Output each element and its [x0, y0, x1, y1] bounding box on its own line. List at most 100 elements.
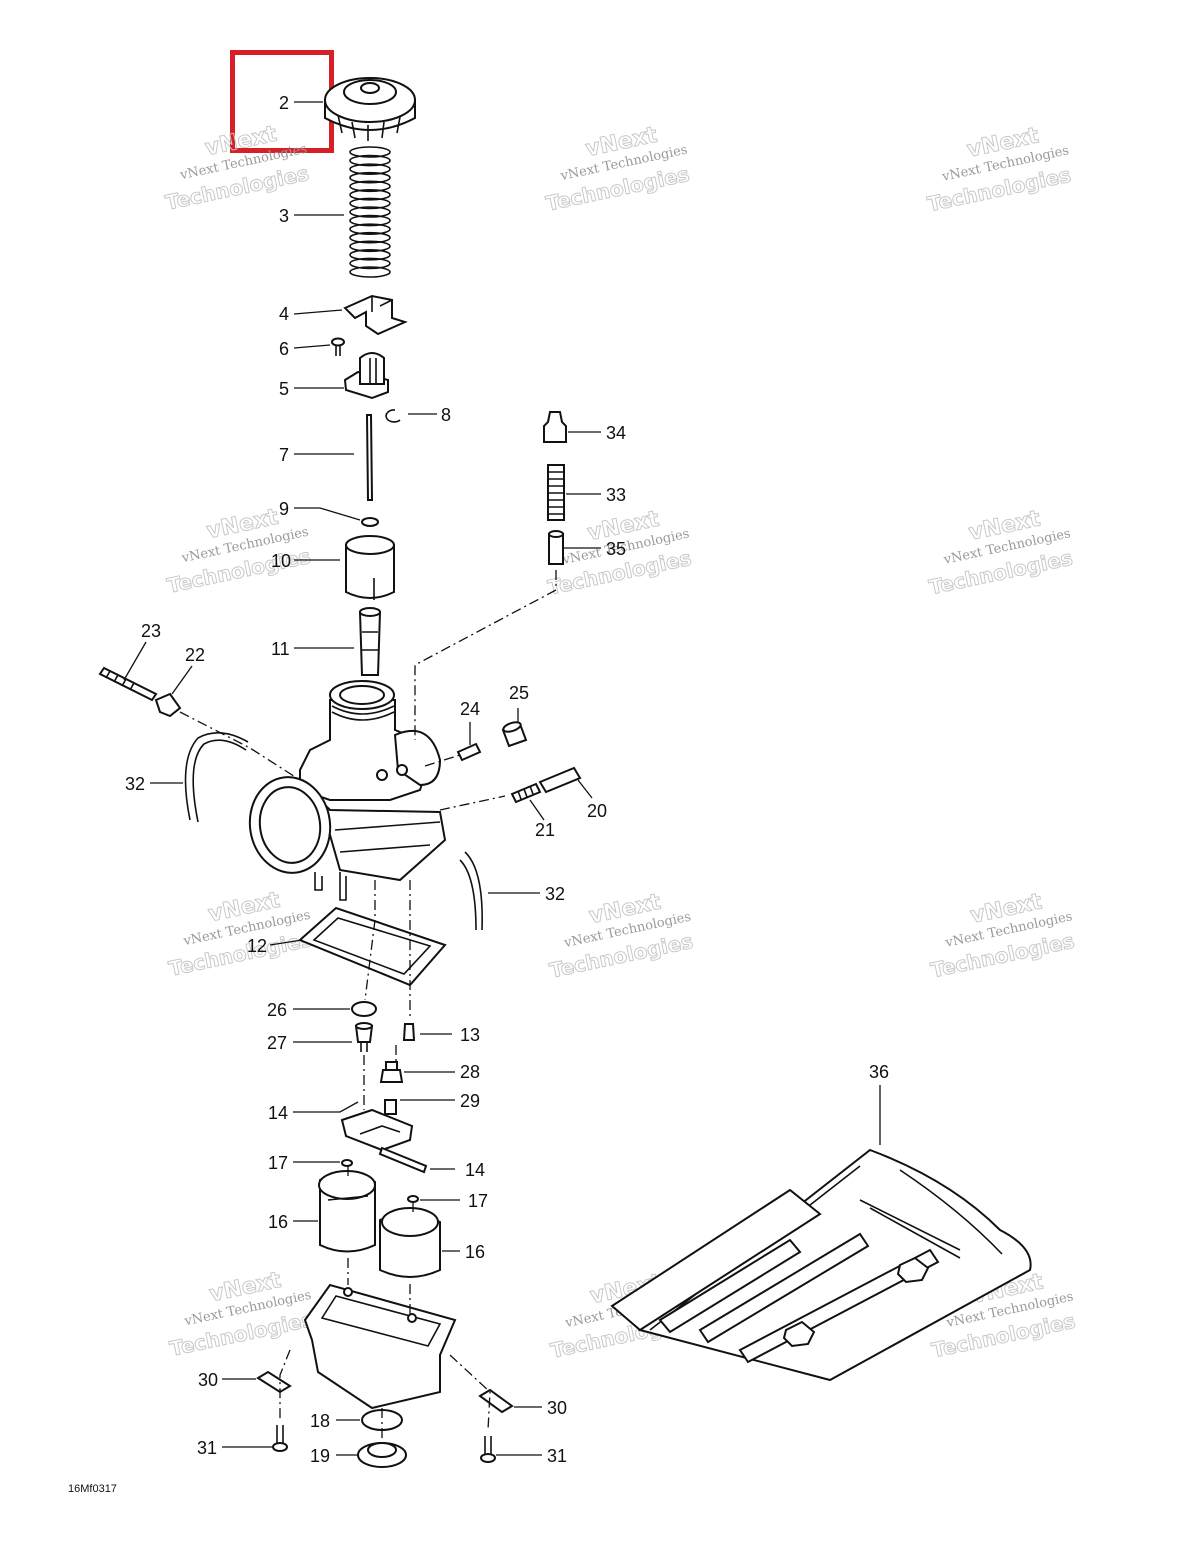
spring-coil	[349, 180, 391, 193]
spring-coil	[349, 197, 391, 210]
part-36-tool-kit	[610, 1148, 1032, 1382]
spring-coil	[349, 206, 391, 218]
callout-22: 22	[185, 645, 205, 665]
spring-coil	[349, 266, 391, 278]
callout-13: 13	[460, 1025, 480, 1045]
part-30-bracket-right	[478, 1388, 514, 1414]
part-32-hose-left	[184, 732, 249, 823]
spring-coil	[349, 154, 391, 167]
callout-36: 36	[869, 1062, 889, 1082]
part-2-cap	[324, 77, 416, 141]
watermark-4: vNext vNext Technologies Technologies	[164, 504, 313, 598]
callout-30-left: 30	[198, 1370, 218, 1390]
part-6-screw	[331, 337, 345, 356]
part-26-o-ring	[351, 1001, 377, 1017]
float-bowl	[303, 1283, 457, 1410]
spring-coil	[349, 189, 391, 201]
part-12-gasket	[298, 906, 447, 987]
spring-coil	[349, 223, 391, 235]
spring-coil	[349, 146, 391, 158]
spring-coil	[349, 257, 391, 270]
callouts: 2 3 4 6 5 8 7 9 10 11 34 33 35 23 22 25 …	[125, 93, 889, 1466]
callout-29: 29	[460, 1091, 480, 1111]
callout-14-pin: 14	[465, 1160, 485, 1180]
callout-20: 20	[587, 801, 607, 821]
callout-18: 18	[310, 1411, 330, 1431]
part-16-float-left	[318, 1170, 376, 1253]
watermark-6: vNext vNext Technologies Technologies	[926, 506, 1075, 600]
callout-3: 3	[279, 206, 289, 226]
part-8-e-clip	[385, 409, 401, 423]
part-19-drain-plug	[357, 1442, 407, 1468]
part-9-washer	[361, 517, 379, 527]
part-17-pin-left	[341, 1159, 353, 1167]
part-10-throttle-valve	[345, 535, 395, 600]
callout-23: 23	[141, 621, 161, 641]
callout-4: 4	[279, 304, 289, 324]
callout-32-right: 32	[545, 884, 565, 904]
part-35-plunger	[548, 530, 564, 565]
watermark-9: vNext vNext Technologies Technologies	[928, 889, 1077, 983]
callout-33: 33	[606, 485, 626, 505]
callout-16-left: 16	[268, 1212, 288, 1232]
part-29-needle-valve	[384, 1099, 397, 1115]
part-22-nut	[154, 692, 182, 718]
part-24-screw	[456, 742, 482, 762]
callout-19: 19	[310, 1446, 330, 1466]
leader-lines	[123, 101, 881, 1456]
callout-21: 21	[535, 820, 555, 840]
callout-12: 12	[247, 936, 267, 956]
drawing-id-label: 16Mf0317	[68, 1483, 117, 1495]
spring-coil	[349, 163, 391, 175]
spring-coil	[349, 171, 391, 184]
spring-coil	[349, 240, 391, 253]
part-21-spring	[510, 782, 542, 804]
watermark-1: vNext vNext Technologies Technologies	[163, 121, 312, 215]
spring-coil	[349, 214, 391, 227]
watermark-3: vNext vNext Technologies Technologies	[925, 123, 1074, 217]
part-13-pilot-jet	[402, 1023, 416, 1041]
callout-8: 8	[441, 405, 451, 425]
callout-24: 24	[460, 699, 480, 719]
part-30-bracket-left	[256, 1370, 292, 1394]
watermarks: vNext vNext Technologies Technologies vN…	[163, 121, 1078, 1363]
part-17-pin-right	[407, 1195, 419, 1203]
part-14-float-arm	[340, 1108, 414, 1152]
part-28-main-jet	[379, 1061, 404, 1083]
part-5-needle-holder	[343, 352, 389, 400]
callout-2: 2	[279, 93, 289, 113]
part-27-jet	[354, 1022, 374, 1052]
watermark-7: vNext vNext Technologies Technologies	[166, 887, 315, 981]
callout-27: 27	[267, 1033, 287, 1053]
callout-16-right: 16	[465, 1242, 485, 1262]
callout-26: 26	[267, 1000, 287, 1020]
callout-34: 34	[606, 423, 626, 443]
callout-17-right: 17	[468, 1191, 488, 1211]
part-7-jet-needle	[365, 414, 374, 501]
callout-5: 5	[279, 379, 289, 399]
callout-17-left: 17	[268, 1153, 288, 1173]
spring-coil	[349, 231, 391, 244]
part-23-screw	[98, 666, 158, 702]
part-4-plate	[343, 294, 408, 336]
part-32-hose-right	[459, 851, 483, 931]
callout-31-right: 31	[547, 1446, 567, 1466]
callout-25: 25	[509, 683, 529, 703]
callout-14-arm: 14	[268, 1103, 288, 1123]
part-31-screw-right	[480, 1436, 496, 1463]
part-20-screw	[538, 766, 582, 794]
part-14-float-pin	[378, 1146, 428, 1174]
part-34-fitting	[543, 411, 567, 443]
spring-coil	[349, 249, 391, 261]
part-3-spring	[349, 146, 391, 278]
part-16-float-right	[379, 1207, 441, 1278]
callout-9: 9	[279, 499, 289, 519]
callout-10: 10	[271, 551, 291, 571]
part-11-needle-jet	[358, 607, 382, 676]
callout-30-right: 30	[547, 1398, 567, 1418]
watermark-10: vNext vNext Technologies Technologies	[167, 1267, 316, 1361]
callout-11: 11	[271, 639, 290, 659]
callout-6: 6	[279, 339, 289, 359]
callout-7: 7	[279, 445, 289, 465]
